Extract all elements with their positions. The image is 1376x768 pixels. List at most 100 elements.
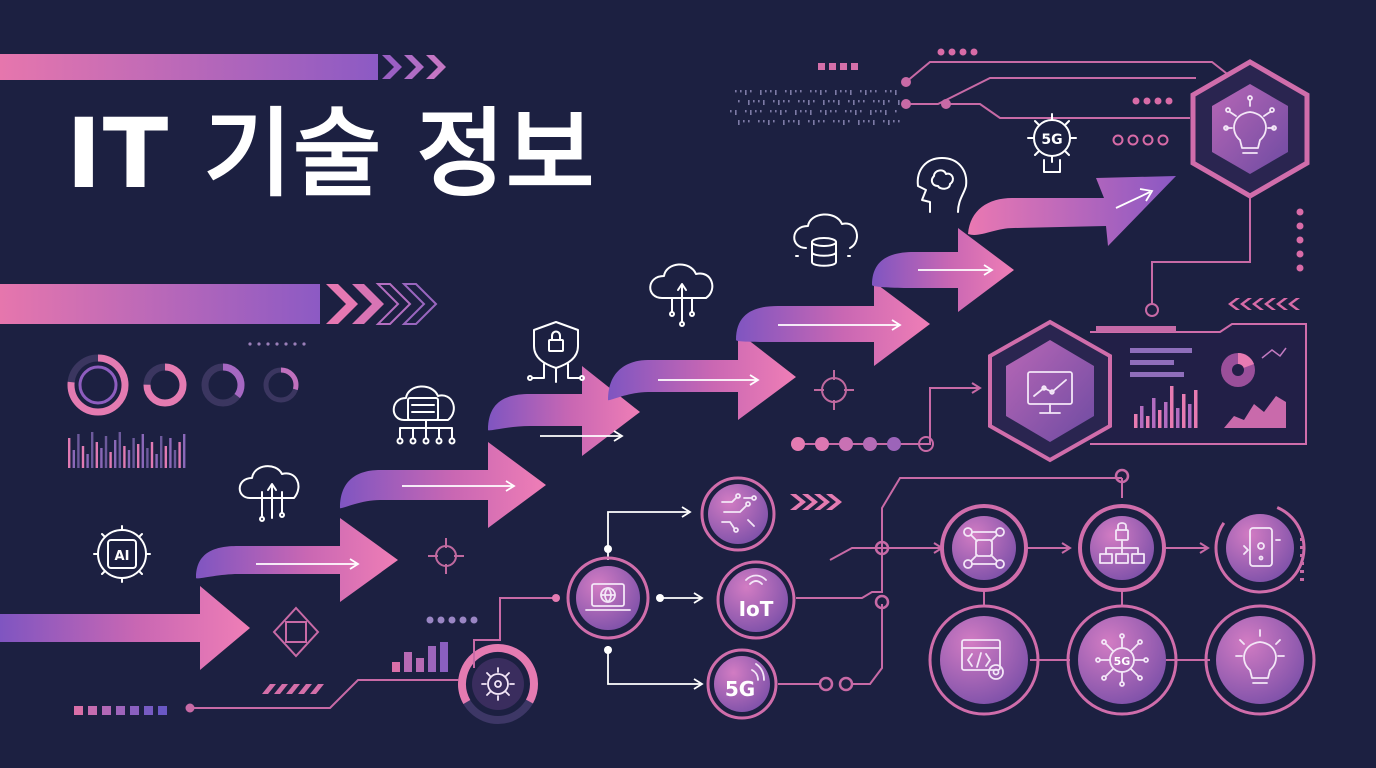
binary-dot <box>798 100 800 103</box>
binary-dot <box>773 120 775 123</box>
analytics-monitor-icon <box>1027 371 1073 414</box>
binary-dot <box>860 110 862 113</box>
binary-dot <box>873 100 875 103</box>
cloud-server-icon <box>392 385 456 445</box>
cloud-database-icon <box>793 213 858 267</box>
binary-dot <box>863 100 865 103</box>
equalizer-bar <box>150 442 154 468</box>
binary-dot <box>865 90 867 95</box>
equalizer-bar <box>173 450 177 468</box>
binary-dot <box>843 120 845 125</box>
binary-dot <box>760 110 762 113</box>
binary-dot <box>788 100 790 103</box>
binary-dot <box>898 120 900 123</box>
network-nodes-icon <box>963 527 1005 569</box>
mobile-device-icon <box>1243 527 1281 567</box>
dashboard-bar <box>1182 394 1186 428</box>
gear-node <box>458 594 560 724</box>
binary-dot <box>835 110 837 113</box>
binary-dot <box>890 90 892 93</box>
code-node <box>928 604 1040 716</box>
binary-dot <box>880 110 882 113</box>
binary-dot <box>770 110 772 113</box>
binary-dot <box>775 110 777 113</box>
cloud-upload-icon <box>238 465 300 522</box>
left-chevrons-right <box>1228 298 1300 310</box>
hexagon-connector <box>1145 196 1251 317</box>
equalizer-bar <box>77 434 80 468</box>
binary-dot <box>775 90 777 95</box>
5g-node: 5G <box>706 648 778 720</box>
dashboard-bar <box>1188 404 1192 428</box>
binary-dot <box>805 110 807 113</box>
gear-5g-icon: 5G <box>1027 113 1077 173</box>
5g-hub-node: 5G <box>1066 604 1178 716</box>
equalizer-bar <box>86 454 89 468</box>
binary-dot <box>845 90 847 93</box>
gear-ai-icon: AI <box>93 525 151 583</box>
network-nodes-node <box>940 504 1028 592</box>
binary-dot <box>825 90 827 93</box>
iot-label: IoT <box>739 597 774 621</box>
analytics-dashboard <box>1090 323 1307 445</box>
binary-dot <box>895 110 897 113</box>
dashboard-bar <box>1194 390 1198 428</box>
binary-dot <box>800 90 802 93</box>
circuit-lines-top <box>901 61 1241 119</box>
binary-dot <box>738 100 740 103</box>
dashboard-bar <box>1140 406 1144 428</box>
binary-dot <box>883 100 885 105</box>
chevrons-mid <box>790 494 842 510</box>
equalizer-bar <box>132 438 135 468</box>
binary-dot <box>748 120 750 123</box>
equalizer-bars <box>68 432 186 468</box>
equalizer-bar <box>72 450 75 468</box>
equalizer-bar <box>114 440 117 468</box>
binary-dot <box>758 120 760 123</box>
binary-dot <box>800 110 802 113</box>
idea-node <box>1204 604 1316 716</box>
binary-dot <box>888 120 890 125</box>
binary-dot <box>815 90 817 93</box>
binary-dot <box>850 90 852 95</box>
binary-dot <box>863 120 865 123</box>
laptop-globe-icon <box>585 583 631 611</box>
ring-dots <box>1112 134 1169 146</box>
binary-dot <box>750 90 752 93</box>
bottom-circuit-line <box>185 679 460 713</box>
binary-dot <box>810 90 812 93</box>
binary-dot <box>833 100 835 103</box>
analytics-hexagon <box>988 319 1112 463</box>
binary-dot <box>820 90 822 95</box>
dashboard-bar <box>1134 414 1138 428</box>
brain-head-icon <box>916 157 968 213</box>
binary-dot <box>753 100 755 103</box>
equalizer-bar <box>68 438 71 468</box>
binary-dot <box>838 100 840 105</box>
dashboard-bar <box>1170 386 1174 428</box>
binary-dot <box>823 100 825 105</box>
binary-dot <box>743 120 745 123</box>
dashboard-bar <box>1164 402 1168 428</box>
binary-dots <box>730 90 905 125</box>
binary-dot <box>735 110 737 115</box>
binary-dot <box>813 120 815 125</box>
square-dots-top <box>818 63 858 70</box>
binary-dot <box>898 100 900 105</box>
binary-dot <box>895 90 897 95</box>
binary-dot <box>793 120 795 123</box>
binary-dot <box>893 120 895 123</box>
binary-dot <box>858 120 860 125</box>
binary-dot <box>738 120 740 125</box>
mobile-node <box>1214 502 1306 594</box>
dashboard-bar <box>1152 398 1156 428</box>
dots-top-right <box>937 48 1173 105</box>
binary-dot <box>830 110 832 113</box>
binary-dot <box>730 110 732 113</box>
equalizer-bar <box>100 448 103 468</box>
binary-dot <box>808 120 810 123</box>
dot-chain <box>791 382 982 452</box>
network-hub-icon <box>1095 633 1149 687</box>
binary-dot <box>845 110 847 113</box>
equalizer-bar <box>104 436 108 468</box>
